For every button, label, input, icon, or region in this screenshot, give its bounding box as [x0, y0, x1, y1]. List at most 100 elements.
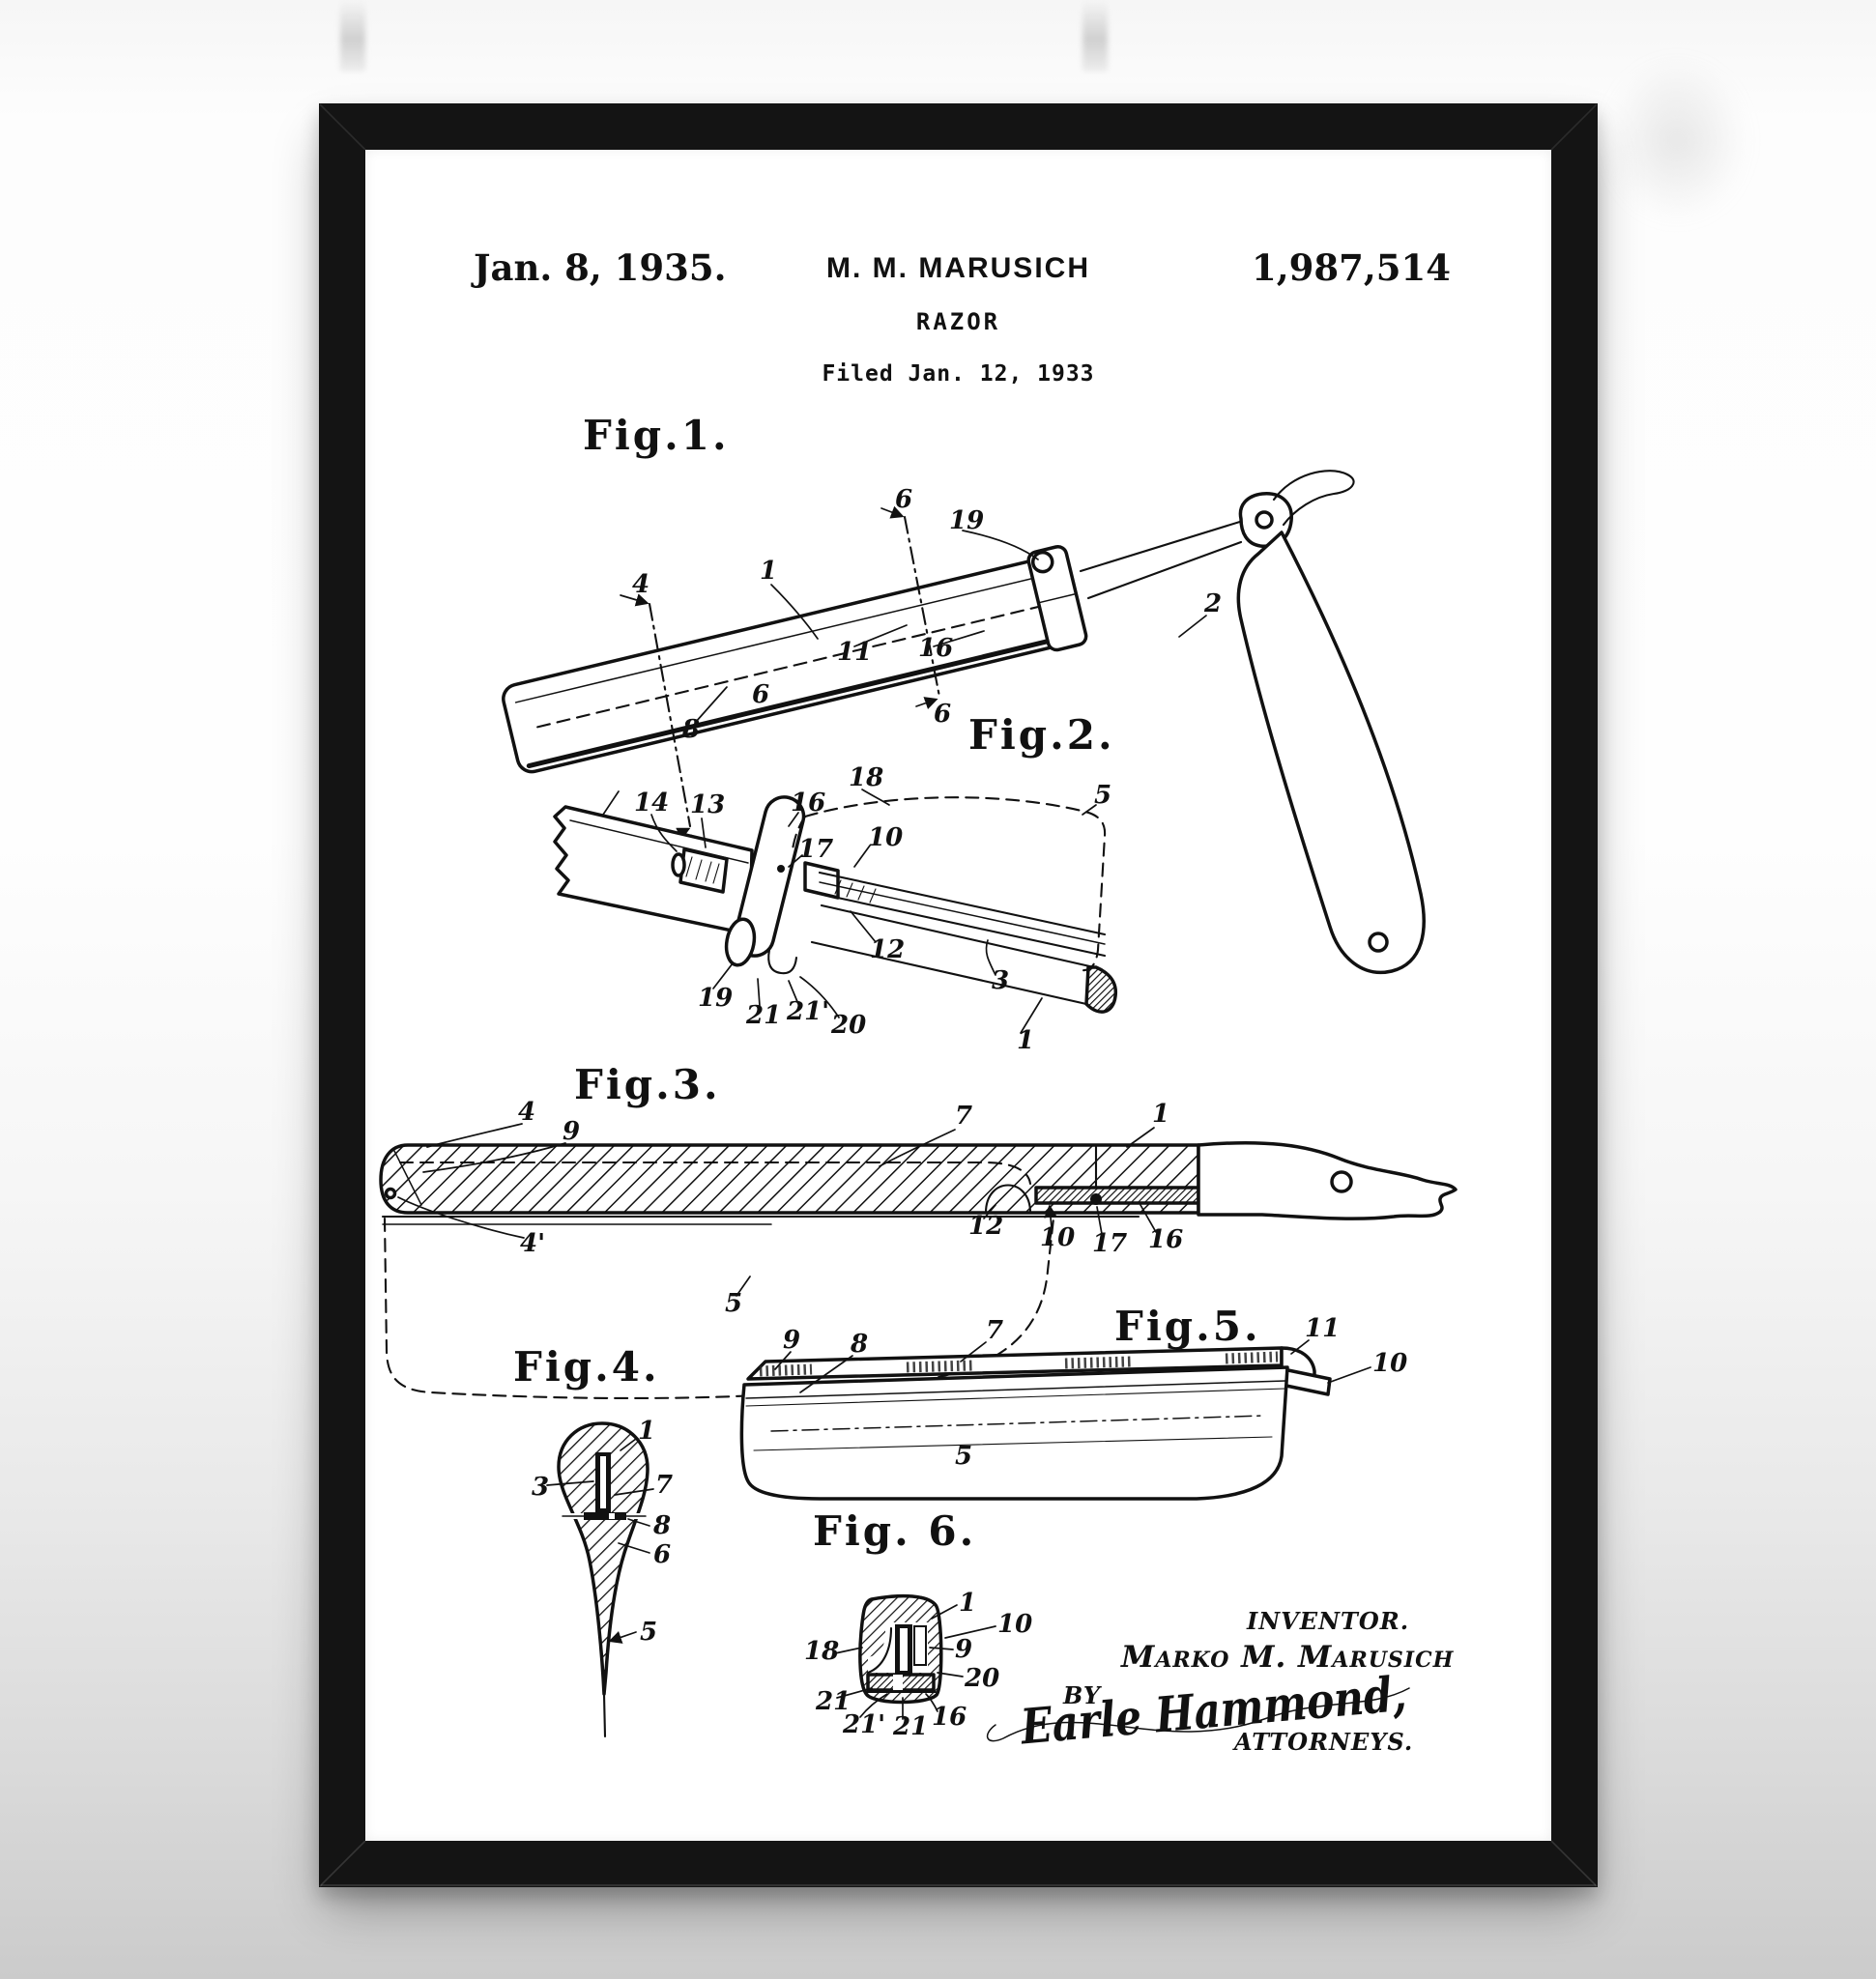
fig1-pivot-hole	[1255, 510, 1274, 530]
fig1-tang-and-handle	[1079, 470, 1426, 975]
fig2-clip	[724, 795, 806, 975]
ref-label: 8	[850, 1330, 868, 1359]
inventor-name: Marko M. Marusich	[1120, 1640, 1455, 1675]
fig5-leader-lines	[774, 1339, 1371, 1393]
ref-label: 7	[955, 1102, 972, 1131]
fig1-guard	[502, 545, 1088, 774]
fig1-thumb-hook	[1272, 470, 1355, 527]
fig6-label: Fig. 6.	[813, 1507, 976, 1555]
ref-label: 19	[949, 506, 984, 535]
ref-label: 10	[1040, 1223, 1075, 1252]
fig3-tang-hole	[1330, 1170, 1353, 1193]
fig1-label: Fig.1.	[583, 412, 730, 459]
fig6-leader-lines	[834, 1604, 996, 1720]
ref-label: 3	[532, 1473, 549, 1502]
ref-label: 1	[1017, 1026, 1034, 1055]
fig3-drawing: Fig.3.	[379, 1061, 1458, 1400]
fig1-drawing: Fig.1.	[502, 412, 1426, 975]
ref-label: 1	[760, 557, 777, 586]
ref-label: 18	[849, 763, 883, 792]
patent-artwork: Fig.1.	[379, 412, 1458, 1756]
fig2-drawing: Fig.2.	[553, 711, 1118, 1055]
ref-label: 21'	[842, 1710, 885, 1739]
patent-number: 1,987,514	[1252, 246, 1451, 289]
ref-label: 12	[968, 1212, 1003, 1241]
ref-label: 6	[752, 680, 769, 709]
ref-label: 20	[964, 1664, 999, 1693]
fig5-ref-labels: 9 8 7 11 10 5	[783, 1314, 1407, 1471]
ref-label: 4	[518, 1098, 535, 1127]
fig2-back-bar	[553, 805, 754, 936]
ref-label: 5	[955, 1442, 972, 1471]
ref-label: 21	[745, 1001, 781, 1030]
fig2-blade-dashed-outline	[791, 796, 1107, 972]
attorneys-caption: ATTORNEYS.	[1232, 1728, 1413, 1756]
ref-label: 21	[815, 1687, 851, 1716]
ref-label: 1	[1152, 1100, 1169, 1129]
patent-inventor-header: M. M. MARUSICH	[826, 252, 1090, 284]
fig3-label: Fig.3.	[574, 1061, 721, 1108]
ref-label: 7	[655, 1471, 673, 1500]
signature-block: INVENTOR. Marko M. Marusich BY Earle Ham…	[986, 1607, 1455, 1756]
fig1-handle-hole	[1368, 932, 1389, 953]
ref-label: 17	[798, 835, 833, 864]
hanging-strap-shadow-right	[1082, 0, 1108, 72]
fig1-handle	[1236, 531, 1426, 975]
patent-title: RAZOR	[915, 308, 1001, 335]
ref-label: 6	[653, 1540, 671, 1569]
ref-label: 21'	[786, 997, 829, 1026]
ref-label: 5	[1094, 781, 1111, 810]
ref-label: 4'	[520, 1229, 545, 1258]
fig4-label: Fig.4.	[513, 1343, 660, 1391]
ref-label: 16	[918, 634, 953, 663]
inventor-caption: INVENTOR.	[1246, 1607, 1409, 1635]
ref-label: 9	[955, 1635, 972, 1664]
picture-frame: Jan. 8, 1935. M. M. MARUSICH 1,987,514 R…	[319, 103, 1598, 1887]
ref-label: 18	[804, 1637, 839, 1666]
ref-label: 3	[992, 966, 1009, 995]
fig5-holder-body	[739, 1365, 1289, 1501]
hanging-strap-shadow-left	[340, 0, 365, 72]
ref-label: 7	[986, 1316, 1003, 1345]
ref-label: 14	[634, 789, 669, 817]
fig3-ref-labels: 4 9 7 1 4' 12 10 17 16 5	[518, 1098, 1183, 1318]
ref-label: 5	[725, 1289, 742, 1318]
fig1-ref-labels: 4 1 6 19 11 16 6 8 6 5 4 2	[574, 485, 1222, 860]
fig5-label: Fig.5.	[1114, 1303, 1261, 1350]
ref-label: 5	[640, 1618, 657, 1647]
fig6-ref-labels: 18 1 10 9 20 21 21' 21 16	[804, 1589, 1032, 1741]
patent-paper: Jan. 8, 1935. M. M. MARUSICH 1,987,514 R…	[365, 150, 1551, 1841]
ref-label: 12	[870, 935, 905, 964]
fig2-ref-labels: 14 13 16 18 17 10 5 12 3 1 19 21 21' 20	[634, 763, 1111, 1055]
ref-label: 8	[652, 1511, 671, 1540]
ref-label: 11	[837, 638, 872, 667]
ref-label: 4	[632, 570, 649, 599]
ref-label: 16	[932, 1703, 967, 1732]
ref-label: 17	[1092, 1229, 1127, 1258]
fig6-cross-section	[858, 1593, 943, 1705]
fig5-end-step	[1280, 1367, 1332, 1396]
fig3-section-bar	[379, 1143, 1200, 1215]
ref-label: 21	[892, 1712, 928, 1741]
ref-label: 16	[791, 789, 825, 817]
ref-label: 10	[1372, 1349, 1407, 1378]
ref-label: 16	[1148, 1225, 1183, 1254]
ref-label: 6	[934, 700, 951, 729]
fig4-cross-section	[557, 1421, 649, 1738]
signature-flourish	[986, 1687, 1410, 1742]
fig4-drawing: Fig.4.	[513, 1343, 673, 1738]
ref-label: 13	[690, 790, 725, 819]
ref-label: 19	[698, 984, 733, 1013]
ref-label: 1	[638, 1417, 655, 1446]
fig2-seat-and-bar	[803, 861, 1118, 1014]
by-label: BY	[1062, 1681, 1103, 1709]
fig3-leader-lines	[397, 1123, 1157, 1297]
ref-label: 10	[997, 1610, 1032, 1639]
ref-label: 11	[1305, 1314, 1340, 1343]
ref-label: 9	[563, 1117, 580, 1146]
ref-label: 10	[868, 823, 903, 852]
ref-label: 2	[1203, 589, 1222, 618]
fig3-tang-end	[1197, 1140, 1458, 1220]
fig4-leader-lines	[546, 1438, 654, 1644]
